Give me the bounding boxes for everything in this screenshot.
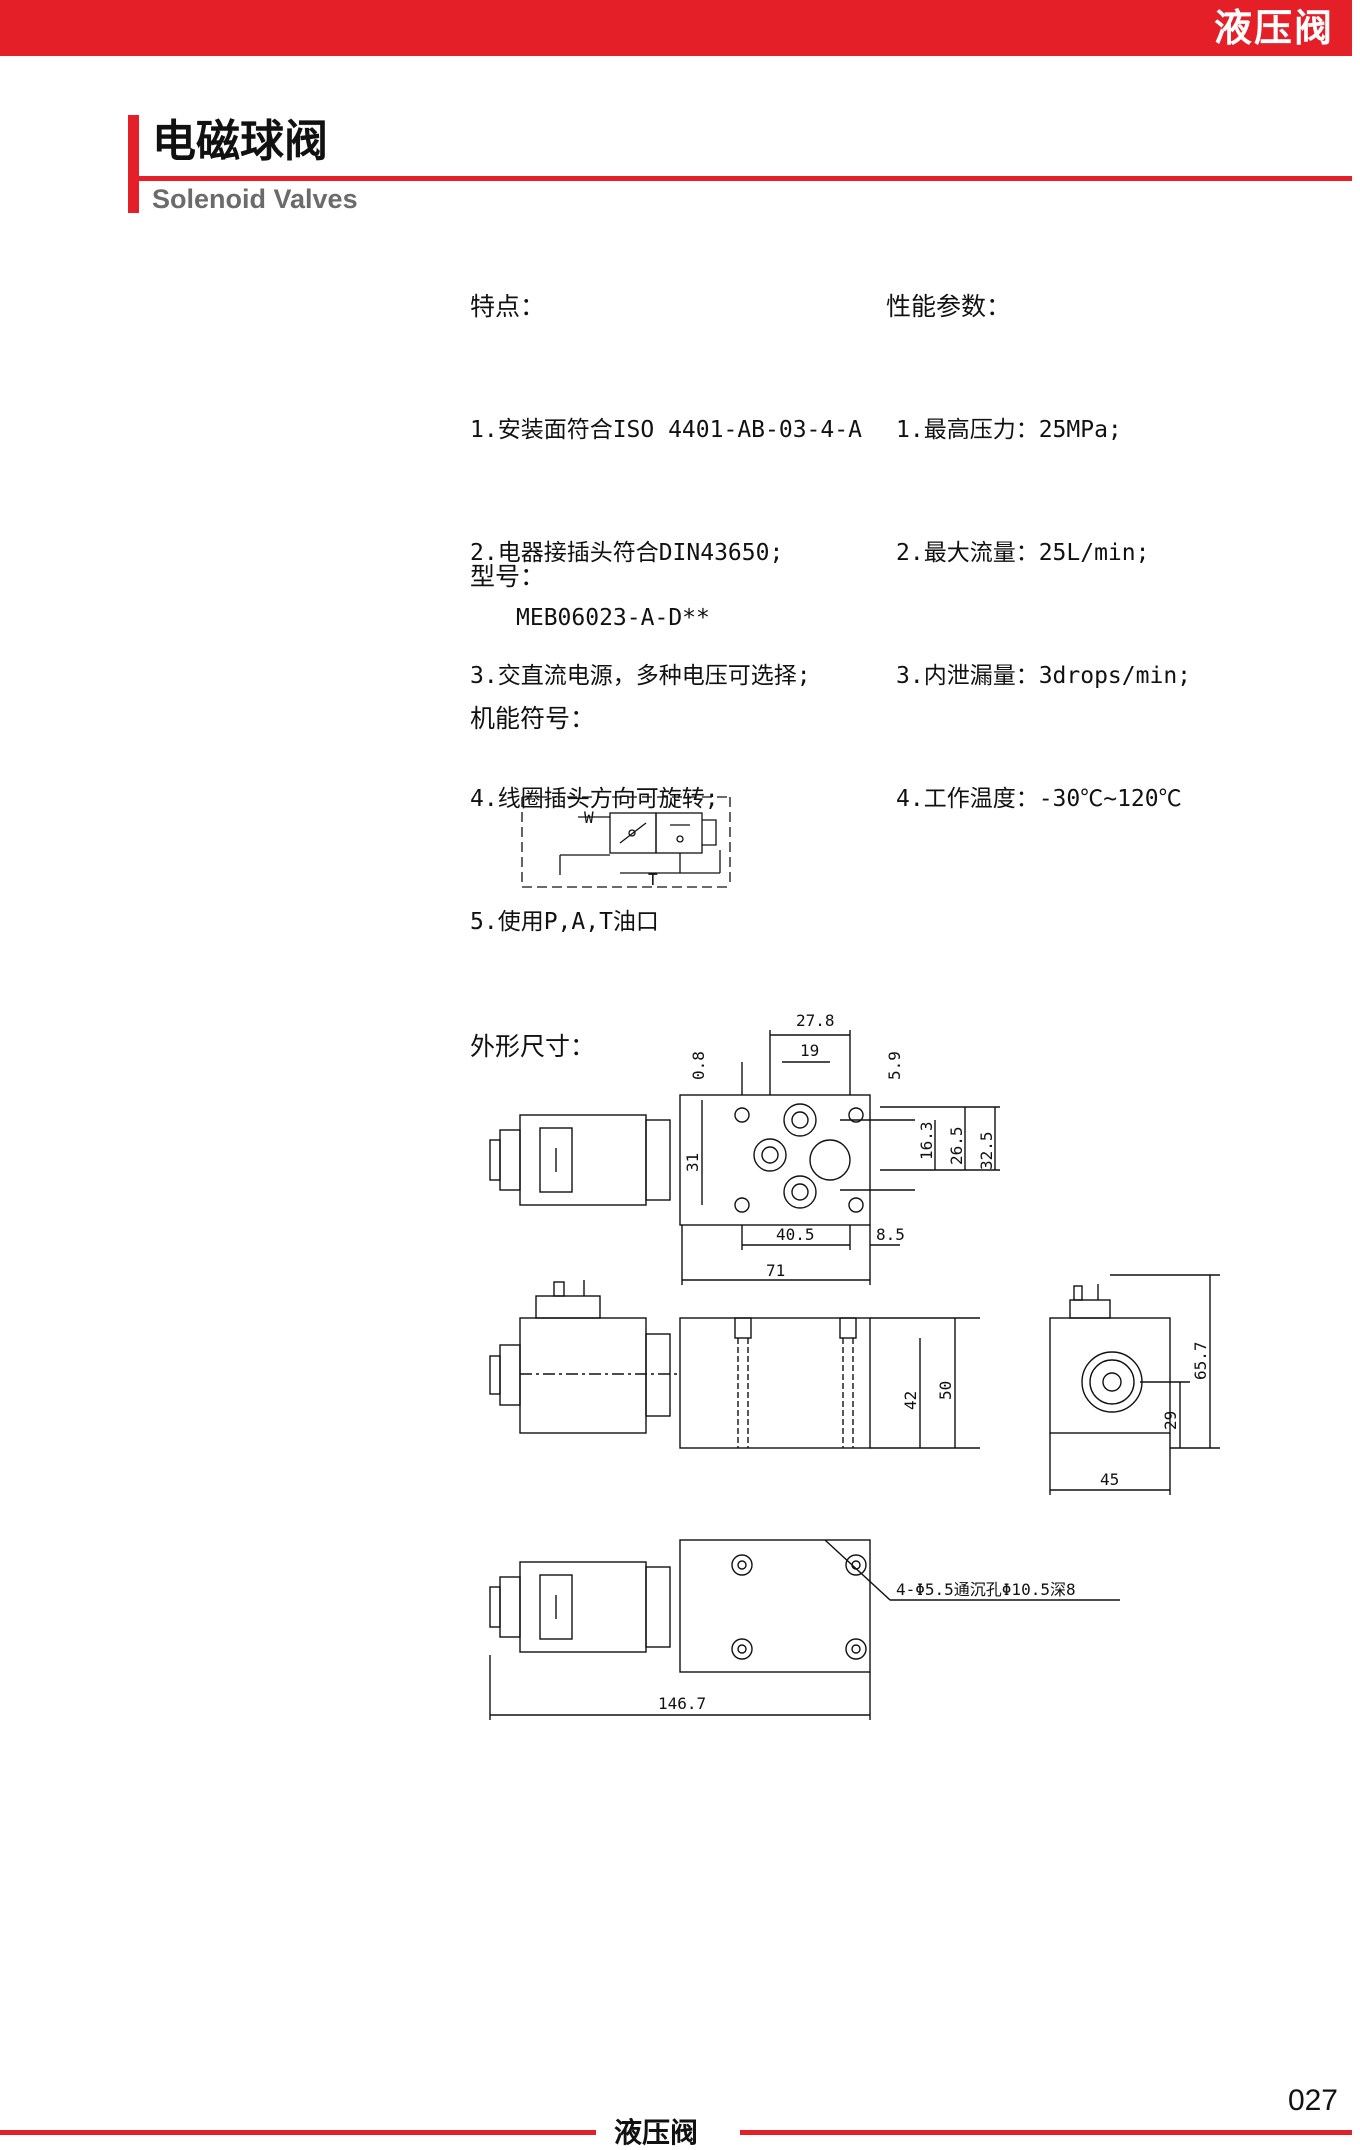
symbol-label-w: W [584,808,594,827]
dim-65-7: 65.7 [1191,1341,1210,1380]
dim-40-5: 40.5 [776,1225,815,1244]
section-title: 电磁球阀 [152,116,328,167]
dim-5-9: 5.9 [885,1051,904,1080]
performance-heading: 性能参数： [886,292,1012,321]
feature-item: 3.交直流电源，多种电压可选择; [470,663,811,689]
side-view-drawing: 42 50 65.7 29 45 [489,1274,1220,1495]
dim-27-8: 27.8 [796,1011,835,1030]
model-heading: 型号： [470,562,546,591]
footer-rule-right [740,2130,1352,2135]
symbol-label-t: T [648,870,658,889]
dim-32-5: 32.5 [977,1131,996,1170]
dimensions-heading: 外形尺寸： [470,1032,596,1061]
symbol-heading: 机能符号： [470,704,596,733]
header-title: 液压阀 [1213,6,1334,50]
dim-50: 50 [936,1381,955,1400]
dim-45: 45 [1100,1470,1119,1489]
hydraulic-symbol: W T [521,796,731,889]
bottom-view-drawing: 4-Φ5.5通沉孔Φ10.5深8 146.7 [489,1539,1120,1720]
dim-71: 71 [766,1261,785,1280]
features-heading: 特点： [470,292,546,321]
feature-item: 2.电器接插头符合DIN43650; [470,540,784,566]
model-value: MEB06023-A-D** [516,605,710,631]
dim-0-8: 0.8 [689,1051,708,1080]
hole-note: 4-Φ5.5通沉孔Φ10.5深8 [896,1580,1076,1599]
dim-146-7: 146.7 [658,1694,706,1713]
section-rule [139,176,1352,181]
feature-item: 1.安装面符合ISO 4401-AB-03-4-A [470,417,862,443]
section-subtitle: Solenoid Valves [152,184,358,214]
section-accent-bar [128,115,139,213]
dim-16-3: 16.3 [917,1121,936,1160]
performance-item: 4.工作温度：-30℃~120℃ [896,786,1182,812]
features-list: 1.安装面符合ISO 4401-AB-03-4-A 2.电器接插头符合DIN43… [470,328,862,984]
footer-title: 液压阀 [614,2116,699,2149]
dim-19: 19 [800,1041,819,1060]
dim-29: 29 [1161,1411,1180,1430]
performance-item: 3.内泄漏量：3drops/min; [896,663,1192,689]
dim-31: 31 [683,1153,702,1172]
dim-42: 42 [901,1391,920,1410]
dim-26-5: 26.5 [947,1126,966,1165]
dim-8-5: 8.5 [876,1225,905,1244]
performance-list: 1.最高压力：25MPa; 2.最大流量：25L/min; 3.内泄漏量：3dr… [896,328,1191,861]
performance-item: 1.最高压力：25MPa; [896,417,1122,443]
header-bar [0,0,1352,56]
page-number: 027 [1287,2084,1338,2117]
feature-item: 5.使用P,A,T油口 [470,909,659,935]
feature-item: 4.线圈插头方向可旋转; [470,786,719,812]
footer-rule-left [0,2130,596,2135]
top-view-drawing: 27.8 19 0.8 5.9 31 16.3 26.5 32.5 40.5 8… [489,1011,1000,1285]
performance-item: 2.最大流量：25L/min; [896,540,1150,566]
